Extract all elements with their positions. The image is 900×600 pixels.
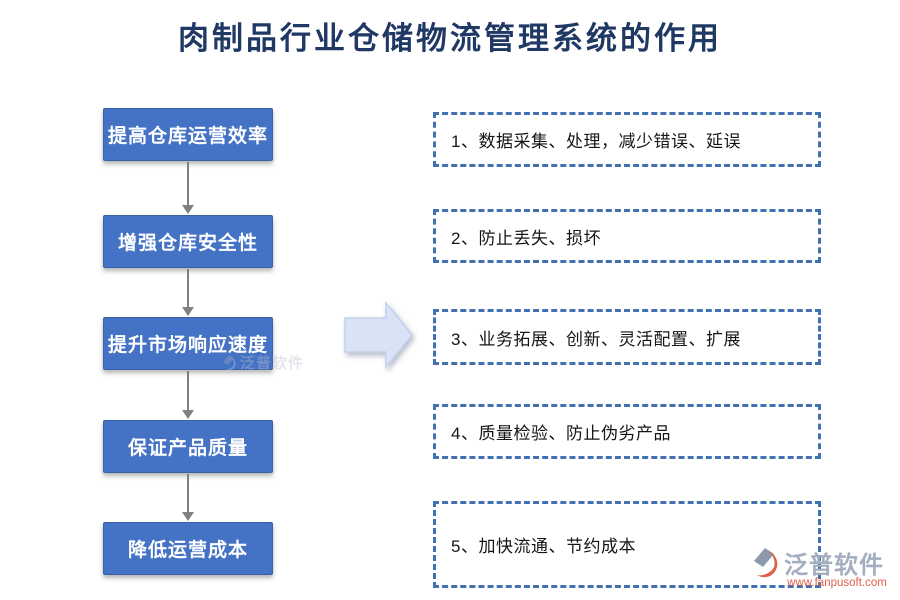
- fanpu-logo: 泛普软件 www.fanpusoft.com: [751, 545, 899, 589]
- result-text: 4、质量检验、防止伪劣产品: [451, 424, 671, 443]
- logo-url: www.fanpusoft.com: [787, 577, 887, 589]
- result-text: 5、加快流通、节约成本: [451, 537, 636, 556]
- down-arrow-icon: [180, 474, 195, 521]
- flow-arrow-icon: [344, 300, 413, 370]
- fanpu-logo-icon: [223, 354, 236, 370]
- watermark: 泛普软件: [221, 352, 304, 373]
- result-text: 1、数据采集、处理，减少错误、延误: [451, 132, 741, 151]
- result-box-1: 1、数据采集、处理，减少错误、延误: [433, 112, 821, 167]
- flow-step-box-5: 降低运营成本: [103, 522, 273, 575]
- logo-text: 泛普软件: [784, 552, 884, 579]
- watermark-text: 泛普软件: [240, 355, 305, 372]
- flow-step-box-1: 提高仓库运营效率: [103, 108, 273, 161]
- result-box-2: 2、防止丢失、损坏: [433, 209, 821, 263]
- result-text: 3、业务拓展、创新、灵活配置、扩展: [451, 329, 741, 349]
- down-arrow-icon: [180, 162, 195, 214]
- flow-step-label: 提升市场响应速度: [107, 335, 268, 356]
- flow-step-label: 保证产品质量: [127, 438, 248, 459]
- flow-step-label: 降低运营成本: [127, 540, 248, 561]
- flow-step-box-3: 提升市场响应速度: [103, 317, 273, 370]
- fanpu-logo-icon: [754, 547, 778, 577]
- flow-step-box-4: 保证产品质量: [103, 420, 273, 473]
- result-text: 2、防止丢失、损坏: [451, 228, 601, 248]
- result-box-3: 3、业务拓展、创新、灵活配置、扩展: [433, 309, 821, 365]
- down-arrow-icon: [180, 269, 195, 316]
- result-box-5: 5、加快流通、节约成本: [433, 501, 821, 588]
- down-arrow-icon: [180, 371, 195, 419]
- page-title: 肉制品行业仓储物流管理系统的作用: [178, 21, 722, 56]
- flow-step-label: 增强仓库安全性: [117, 233, 258, 254]
- flow-step-label: 提高仓库运营效率: [107, 126, 268, 147]
- result-box-4: 4、质量检验、防止伪劣产品: [433, 404, 821, 459]
- flow-step-box-2: 增强仓库安全性: [103, 215, 273, 268]
